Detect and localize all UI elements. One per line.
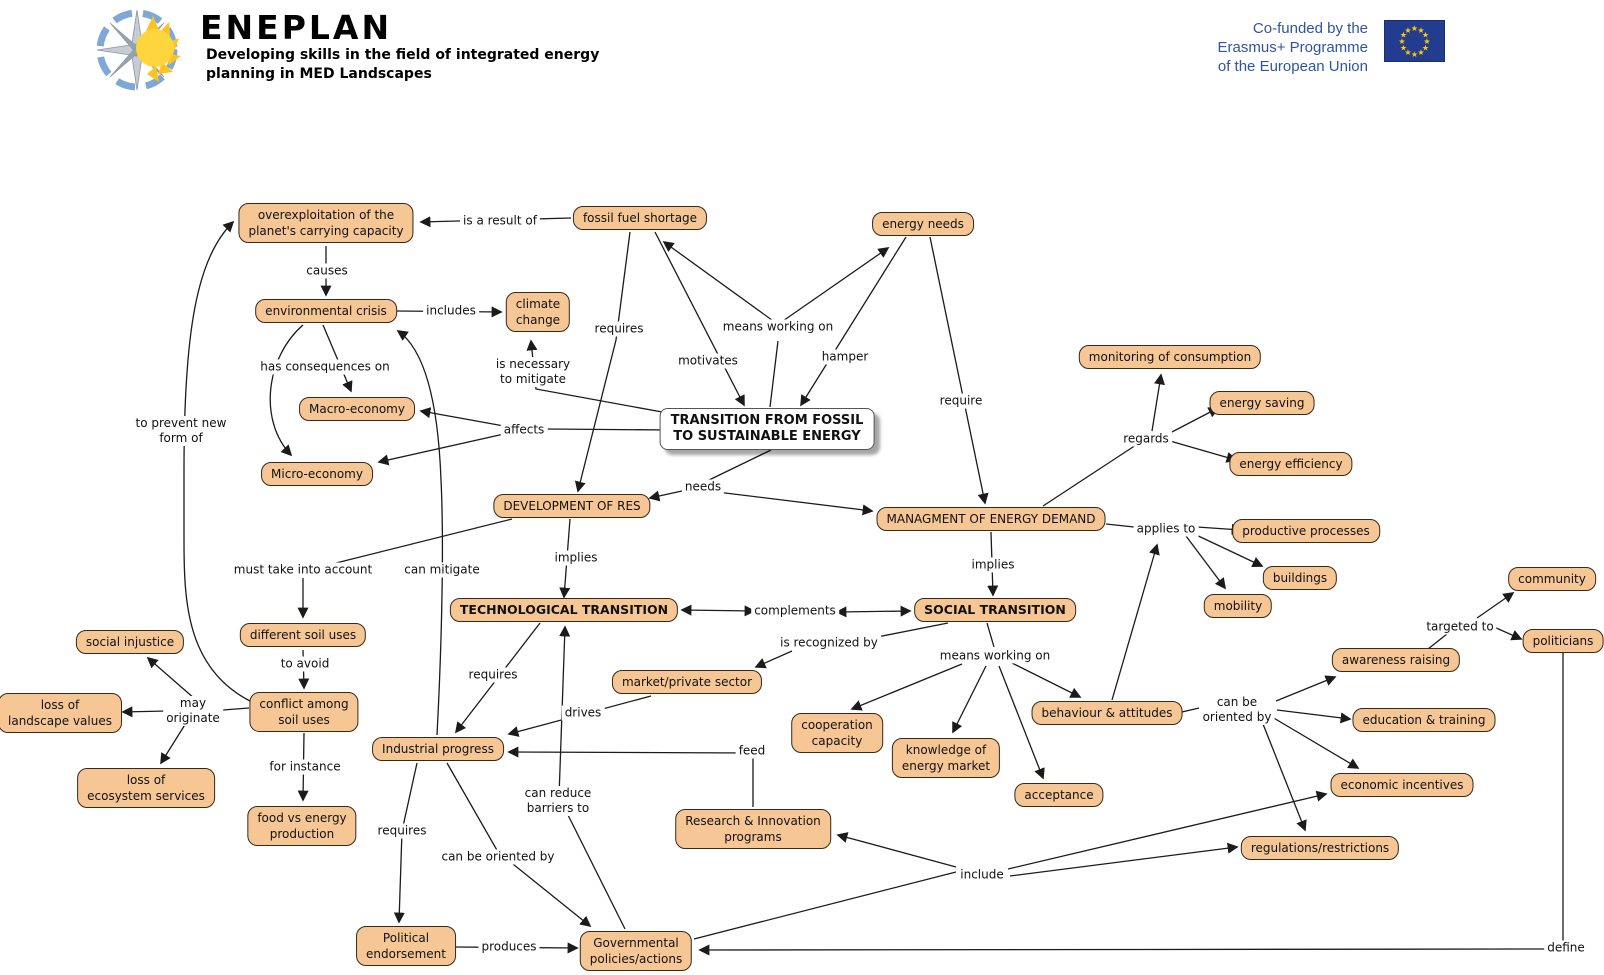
link-label-require: require — [936, 393, 986, 409]
link-label-affects: affects — [500, 422, 548, 438]
node-energy-needs: energy needs — [872, 212, 974, 236]
svg-text:★: ★ — [1400, 44, 1407, 53]
svg-text:★: ★ — [1411, 50, 1418, 59]
link-label-causes: causes — [303, 263, 351, 279]
link-label-drives: drives — [561, 705, 605, 721]
node-micro-economy: Micro-economy — [261, 462, 373, 486]
link-label-needs: needs — [681, 479, 725, 495]
node-energy-efficiency: energy efficiency — [1229, 452, 1353, 476]
node-social-transition: SOCIAL TRANSITION — [914, 598, 1076, 622]
link-label-applies-to: applies to — [1133, 521, 1199, 537]
node-education-training: education & training — [1352, 708, 1496, 732]
node-research-innovation-programs: Research & Innovation programs — [675, 809, 831, 849]
eneplan-logo-subtitle-line2: planning in MED Landscapes — [206, 66, 432, 82]
node-industrial-progress: Industrial progress — [372, 737, 504, 761]
link-label-is-recognized-by: is recognized by — [777, 635, 881, 651]
link-label-must-take-into-account: must take into account — [230, 562, 376, 578]
eneplan-logo-icon — [96, 9, 181, 91]
node-overexploitation: overexploitation of the planet's carryin… — [238, 203, 414, 243]
svg-text:★: ★ — [1417, 48, 1424, 57]
svg-text:★: ★ — [1404, 26, 1411, 35]
link-label-feed: feed — [735, 743, 769, 759]
node-awareness-raising: awareness raising — [1331, 648, 1461, 672]
svg-text:★: ★ — [1422, 44, 1429, 53]
link-label-to-avoid: to avoid — [277, 656, 333, 672]
eneplan-logo-subtitle-line1: Developing skills in the field of integr… — [206, 47, 600, 63]
svg-text:★: ★ — [1423, 37, 1430, 46]
svg-text:★: ★ — [1422, 31, 1429, 40]
node-development-of-res: DEVELOPMENT OF RES — [493, 494, 651, 518]
node-loss-of-ecosystem-services: loss of ecosystem services — [77, 768, 215, 808]
node-fossil-fuel-shortage: fossil fuel shortage — [572, 206, 708, 230]
node-political-endorsement: Political endorsement — [356, 926, 456, 966]
link-label-requires-political: requires — [374, 823, 430, 839]
eu-flag-icon: ★★★ ★★★ ★★★ ★★★ — [1384, 20, 1445, 62]
node-regulations-restrictions: regulations/restrictions — [1240, 836, 1400, 860]
node-energy-saving: energy saving — [1209, 391, 1315, 415]
link-label-complements: complements — [751, 603, 839, 619]
node-politicians: politicians — [1522, 629, 1604, 653]
link-label-can-be-oriented-by-2: can be oriented by — [438, 849, 558, 865]
node-managment-energy-demand: MANAGMENT OF ENERGY DEMAND — [876, 507, 1106, 531]
node-knowledge-of-energy-market: knowledge of energy market — [891, 738, 1001, 778]
link-label-define: define — [1544, 940, 1588, 956]
link-label-can-reduce-barriers-to: can reduce barriers to — [521, 786, 595, 816]
node-mobility: mobility — [1203, 594, 1273, 618]
link-label-to-prevent-new-form-of: to prevent new form of — [132, 416, 230, 446]
link-label-regards: regards — [1120, 431, 1172, 447]
eneplan-logo-title: ENEPLAN — [200, 8, 393, 47]
node-food-vs-energy-production: food vs energy production — [247, 806, 357, 846]
eu-funding-text: Co-funded by the Erasmus+ Programme of t… — [1148, 19, 1368, 76]
node-cooperation-capacity: cooperation capacity — [791, 713, 883, 753]
node-productive-processes: productive processes — [1232, 519, 1380, 543]
eu-funding-line3: of the European Union — [1217, 58, 1368, 75]
node-climate-change: climate change — [505, 292, 571, 332]
link-label-is-a-result-of: is a result of — [460, 213, 540, 229]
node-environmental-crisis: environmental crisis — [255, 299, 397, 323]
eu-funding-line2: Erasmus+ Programme — [1217, 39, 1368, 56]
node-economic-incentives: economic incentives — [1330, 773, 1474, 797]
node-technological-transition: TECHNOLOGICAL TRANSITION — [449, 598, 679, 622]
node-community: community — [1508, 567, 1596, 591]
svg-text:★: ★ — [1400, 31, 1407, 40]
node-transition-central: TRANSITION FROM FOSSIL TO SUSTAINABLE EN… — [659, 408, 875, 450]
link-label-has-consequences-on: has consequences on — [257, 359, 393, 375]
link-label-motivates: motivates — [675, 353, 741, 369]
link-label-is-necessary-to-mitigate: is necessary to mitigate — [492, 357, 574, 387]
link-label-implies-right: implies — [968, 557, 1018, 573]
link-label-requires-industrial: requires — [465, 667, 521, 683]
eu-funding-line1: Co-funded by the — [1252, 20, 1368, 37]
node-different-soil-uses: different soil uses — [239, 623, 367, 647]
node-conflict-among-soil-uses: conflict among soil uses — [249, 692, 359, 732]
link-label-may-originate: may originate — [163, 696, 223, 726]
node-governmental-policies-actions: Governmental policies/actions — [579, 931, 693, 971]
link-label-can-mitigate: can mitigate — [401, 562, 483, 578]
link-label-means-working-on: means working on — [719, 319, 837, 335]
link-label-for-instance: for instance — [266, 759, 344, 775]
node-social-injustice: social injustice — [75, 630, 185, 654]
node-acceptance: acceptance — [1014, 783, 1104, 807]
link-label-includes: includes — [423, 303, 479, 319]
link-label-hamper: hamper — [818, 349, 872, 365]
node-behaviour-attitudes: behaviour & attitudes — [1031, 701, 1183, 725]
link-label-produces: produces — [478, 939, 540, 955]
svg-text:★: ★ — [1411, 24, 1418, 33]
link-label-means-working-on-2: means working on — [936, 648, 1054, 664]
node-loss-of-landscape-values: loss of landscape values — [0, 693, 122, 733]
link-label-requires-res: requires — [591, 321, 647, 337]
link-label-include: include — [957, 867, 1007, 883]
node-macro-economy: Macro-economy — [299, 397, 415, 421]
link-label-targeted-to: targeted to — [1423, 619, 1497, 635]
node-market-private-sector: market/private sector — [611, 670, 763, 694]
svg-text:★: ★ — [1404, 48, 1411, 57]
link-label-implies-left: implies — [551, 550, 601, 566]
svg-text:★: ★ — [1417, 26, 1424, 35]
node-buildings: buildings — [1262, 566, 1338, 590]
node-monitoring-of-consumption: monitoring of consumption — [1078, 345, 1262, 369]
link-label-can-be-oriented-by: can be oriented by — [1199, 695, 1275, 725]
svg-text:★: ★ — [1398, 37, 1405, 46]
